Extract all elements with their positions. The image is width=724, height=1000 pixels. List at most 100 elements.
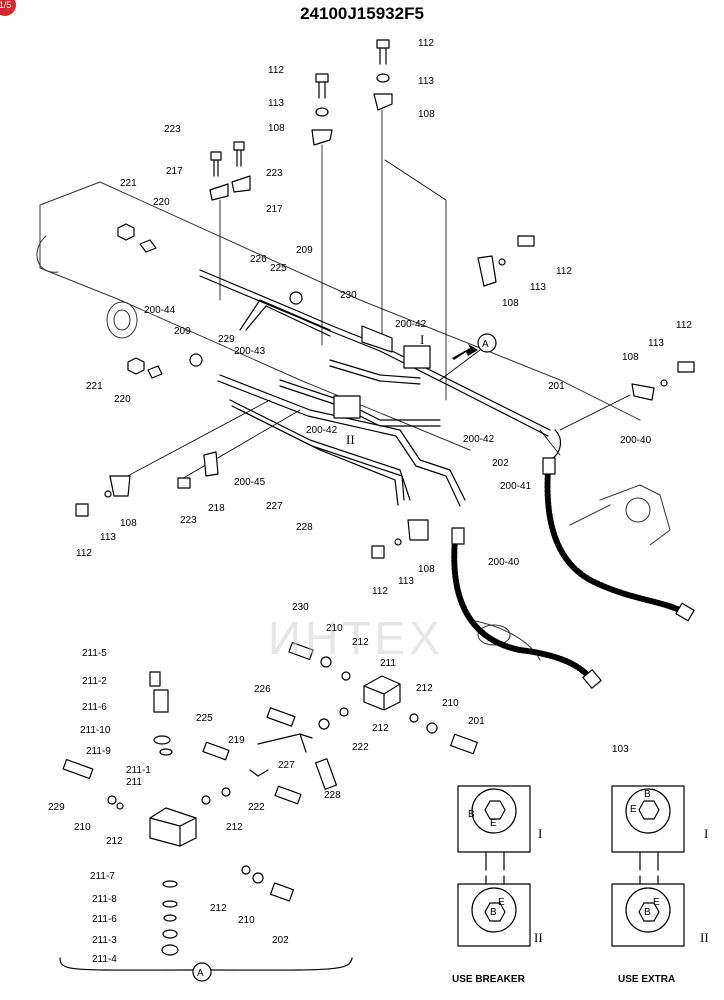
label-112: 112: [372, 586, 388, 597]
label-226: 226: [254, 684, 271, 695]
label-113: 113: [418, 76, 434, 87]
port-e-label: E: [498, 897, 505, 908]
bolt-112-mid: [311, 73, 333, 146]
label-217: 217: [266, 204, 283, 215]
marker-roman-1: I: [538, 826, 542, 841]
label-211-4: 211-4: [92, 954, 117, 965]
label-113: 113: [398, 576, 414, 587]
valve-view-extra-1: [611, 785, 685, 871]
label-202: 202: [272, 935, 289, 946]
label-211-8: 211-8: [92, 894, 117, 905]
label-210: 210: [326, 623, 343, 634]
label-222: 222: [352, 742, 369, 753]
label-209: 209: [296, 245, 313, 256]
label-211-5: 211-5: [82, 648, 107, 659]
label-225: 225: [270, 263, 287, 274]
marker-roman-2: II: [534, 930, 543, 945]
label-200-42: 200-42: [463, 434, 495, 445]
label-230: 230: [292, 602, 309, 613]
bolt-112-top: [373, 39, 393, 111]
label-229: 229: [218, 334, 235, 345]
label-221: 221: [120, 178, 137, 189]
label-112: 112: [676, 320, 692, 331]
port-b-label: B: [490, 907, 497, 918]
label-200-45: 200-45: [234, 477, 266, 488]
label-227: 227: [266, 501, 283, 512]
label-112: 112: [268, 65, 284, 76]
right-clamps: [75, 235, 695, 559]
view-ref-a-bottom: A: [192, 962, 212, 982]
label-201: 201: [468, 716, 485, 727]
pipe-bundle: [199, 269, 562, 507]
label-212: 212: [352, 637, 369, 648]
label-112: 112: [556, 266, 572, 277]
label-217: 217: [166, 166, 183, 177]
valve-view-extra-2: [611, 875, 685, 947]
marker-roman-1: I: [420, 332, 424, 347]
label-210: 210: [238, 915, 255, 926]
label-228: 228: [324, 790, 341, 801]
label-200-43: 200-43: [234, 346, 266, 357]
label-108: 108: [268, 123, 285, 134]
label-200-42: 200-42: [306, 425, 338, 436]
label-103: 103: [612, 744, 629, 755]
port-b-label: B: [468, 809, 475, 820]
label-219: 219: [228, 735, 245, 746]
nut-221-bottom: [127, 357, 163, 379]
label-230: 230: [340, 290, 357, 301]
label-229: 229: [48, 802, 65, 813]
label-211: 211: [126, 777, 142, 788]
label-211-7: 211-7: [90, 871, 115, 882]
marker-roman-2: II: [346, 432, 355, 447]
label-222: 222: [248, 802, 265, 813]
label-113: 113: [268, 98, 284, 109]
nut-221-top: [117, 223, 157, 253]
label-220: 220: [114, 394, 131, 405]
label-210: 210: [74, 822, 91, 833]
label-112: 112: [418, 38, 434, 49]
arrow-icon: [452, 344, 478, 360]
label-212: 212: [106, 836, 123, 847]
label-200-42: 200-42: [395, 319, 427, 330]
label-200-41: 200-41: [500, 481, 532, 492]
label-212: 212: [372, 723, 389, 734]
port-e-label: E: [490, 818, 497, 829]
label-223: 223: [164, 124, 181, 135]
label-211-2: 211-2: [82, 676, 107, 687]
label-108: 108: [622, 352, 639, 363]
label-200-44: 200-44: [144, 305, 176, 316]
label-211-9: 211-9: [86, 746, 111, 757]
label-200-40: 200-40: [620, 435, 652, 446]
port-e-label: E: [630, 804, 637, 815]
label-211-10: 211-10: [80, 725, 111, 736]
label-209: 209: [174, 326, 191, 337]
watermark-text: ИНТЕХ: [268, 612, 444, 664]
hose-fittings: [451, 457, 695, 689]
marker-roman-1: I: [704, 826, 708, 841]
label-108: 108: [120, 518, 137, 529]
label-227: 227: [278, 760, 295, 771]
label-221: 221: [86, 381, 103, 392]
label-212: 212: [210, 903, 227, 914]
leader-lines: [119, 109, 631, 481]
view-ref-a-label: A: [482, 339, 489, 350]
label-112: 112: [76, 548, 92, 559]
label-223: 223: [180, 515, 197, 526]
label-201: 201: [548, 381, 565, 392]
label-223: 223: [266, 168, 283, 179]
view-ref-a-top: A: [452, 333, 497, 360]
valve-view-breaker-2: [457, 875, 531, 947]
label-218: 218: [208, 503, 225, 514]
label-226: 226: [250, 254, 267, 265]
label-220: 220: [153, 197, 170, 208]
label-228: 228: [296, 522, 313, 533]
valve-view-breaker-1: [457, 785, 531, 871]
label-211-6: 211-6: [82, 702, 107, 713]
label-113: 113: [530, 282, 546, 293]
label-113: 113: [100, 532, 116, 543]
label-211-6: 211-6: [92, 914, 117, 925]
caption-use-breaker: USE BREAKER: [452, 974, 526, 985]
caption-use-extra: USE EXTRA: [618, 974, 675, 985]
label-211-3: 211-3: [92, 935, 117, 946]
